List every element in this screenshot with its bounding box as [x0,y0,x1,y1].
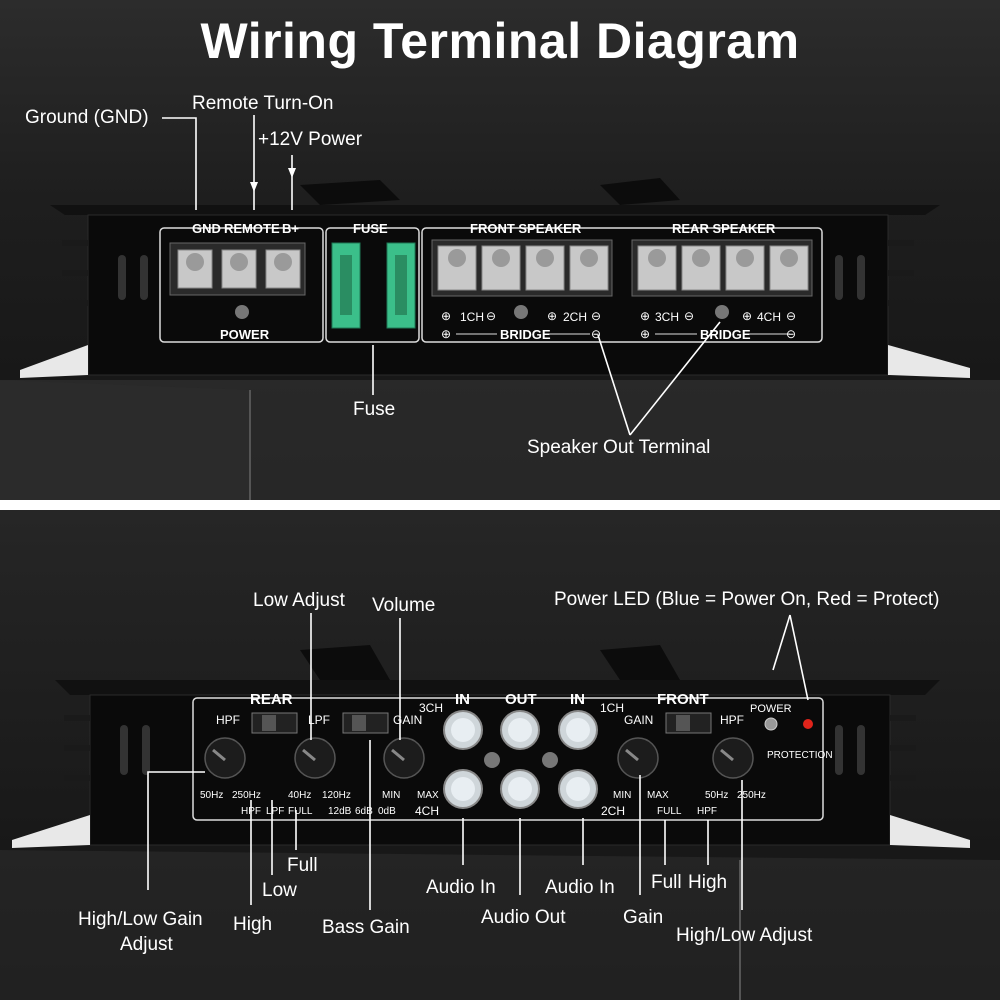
bridge2-minus-icon: ⊖ [786,327,797,341]
switch-lpf: LPF [266,806,285,817]
ch2-minus-icon: ⊖ [591,309,602,323]
top-panel: Wiring Terminal Diagram [0,0,1000,500]
top-callout-lines [162,115,721,436]
front-label: FRONT [657,691,709,708]
callout-bass-gain: Bass Gain [322,917,410,938]
callout-power-led: Power LED (Blue = Power On, Red = Protec… [554,589,940,610]
in-label-left: IN [455,691,470,708]
in-label-right: IN [570,691,585,708]
ch2-plus-icon: ⊕ [547,309,558,323]
callout-ground: Ground (GND) [25,107,149,128]
front-speaker-label: FRONT SPEAKER [470,221,582,236]
gain-label-right: GAIN [624,713,654,727]
ch4-minus-icon: ⊖ [786,309,797,323]
ch1-label: 1CH [460,310,485,324]
front-switch-hpf: HPF [697,806,717,817]
lpf-label: LPF [308,713,331,727]
callout-high-left: High [233,914,273,935]
bass-6db: 6dB [355,806,373,817]
front-switch-full: FULL [657,806,682,817]
bridge2-label: BRIDGE [700,327,751,342]
panel-power-label: POWER [220,327,270,342]
hpf-label-left: HPF [216,713,240,727]
callout-audio-out: Audio Out [481,907,566,928]
out-label: OUT [505,691,537,708]
callout-remote: Remote Turn-On [192,93,334,114]
callout-hl-adjust: High/Low Adjust [676,925,813,946]
callout-gain: Gain [623,907,664,928]
panel-fuse-label: FUSE [353,221,388,236]
ch4-label: 4CH [757,310,782,324]
ch4-plus-icon: ⊕ [742,309,753,323]
callout-hl-gain-1: High/Low Gain [78,909,203,930]
gain-label-left: GAIN [393,713,423,727]
protection-led-label: PROTECTION [767,750,833,761]
bottom-panel: REAR IN OUT IN FRONT 3CH 1CH HPF LPF GAI… [0,510,1000,1000]
ch2-label: 2CH [601,804,626,818]
top-background [0,380,1000,500]
ch3-plus-icon: ⊕ [640,309,651,323]
switch-hpf: HPF [241,806,261,817]
callout-full-right: Full [651,872,682,893]
gain-min-left: MIN [382,790,401,801]
panel-divider [0,500,1000,510]
ch1-plus-icon: ⊕ [441,309,452,323]
callout-12v-power: +12V Power [258,129,363,150]
bridge1-plus-icon: ⊕ [441,327,452,341]
rear-hpf-250hz: 250Hz [232,790,261,801]
callout-fuse: Fuse [353,399,396,420]
front-hpf-250hz: 250Hz [737,790,766,801]
bridge2-plus-icon: ⊕ [640,327,651,341]
bass-0db: 0dB [378,806,396,817]
panel-gnd-label: GND [192,221,221,236]
ch3-minus-icon: ⊖ [684,309,695,323]
front-hpf-50hz: 50Hz [705,790,729,801]
ch3-label: 3CH [419,701,444,715]
lpf-40hz: 40Hz [288,790,312,801]
power-led-label: POWER [750,703,792,715]
ch1-label: 1CH [600,701,625,715]
callout-low: Low [262,880,297,901]
lpf-120hz: 120Hz [322,790,351,801]
ch4-label: 4CH [415,804,440,818]
callout-audio-in-right: Audio In [545,877,615,898]
panel-remote-label: REMOTE [224,221,280,236]
callout-hl-gain-2: Adjust [120,934,173,955]
bridge1-label: BRIDGE [500,327,551,342]
switch-full: FULL [288,806,313,817]
ch1-minus-icon: ⊖ [486,309,497,323]
top-amplifier [20,178,970,378]
gain-max-right: MAX [647,790,669,801]
panel-bplus-label: B+ [282,221,299,236]
hpf-label-right: HPF [720,713,744,727]
page-title: Wiring Terminal Diagram [200,13,800,69]
callout-audio-in-left: Audio In [426,877,496,898]
gain-max-left: MAX [417,790,439,801]
rear-hpf-50hz: 50Hz [200,790,224,801]
callout-volume: Volume [372,595,436,616]
callout-low-adjust: Low Adjust [253,590,345,611]
callout-speaker-out: Speaker Out Terminal [527,437,711,458]
ch3-label: 3CH [655,310,680,324]
rear-speaker-label: REAR SPEAKER [672,221,776,236]
callout-high-right: High [688,872,728,893]
gain-min-right: MIN [613,790,632,801]
callout-full-left: Full [287,855,318,876]
bass-12db: 12dB [328,806,352,817]
rear-label: REAR [250,691,293,708]
ch2-label: 2CH [563,310,588,324]
bridge1-minus-icon: ⊖ [591,327,602,341]
